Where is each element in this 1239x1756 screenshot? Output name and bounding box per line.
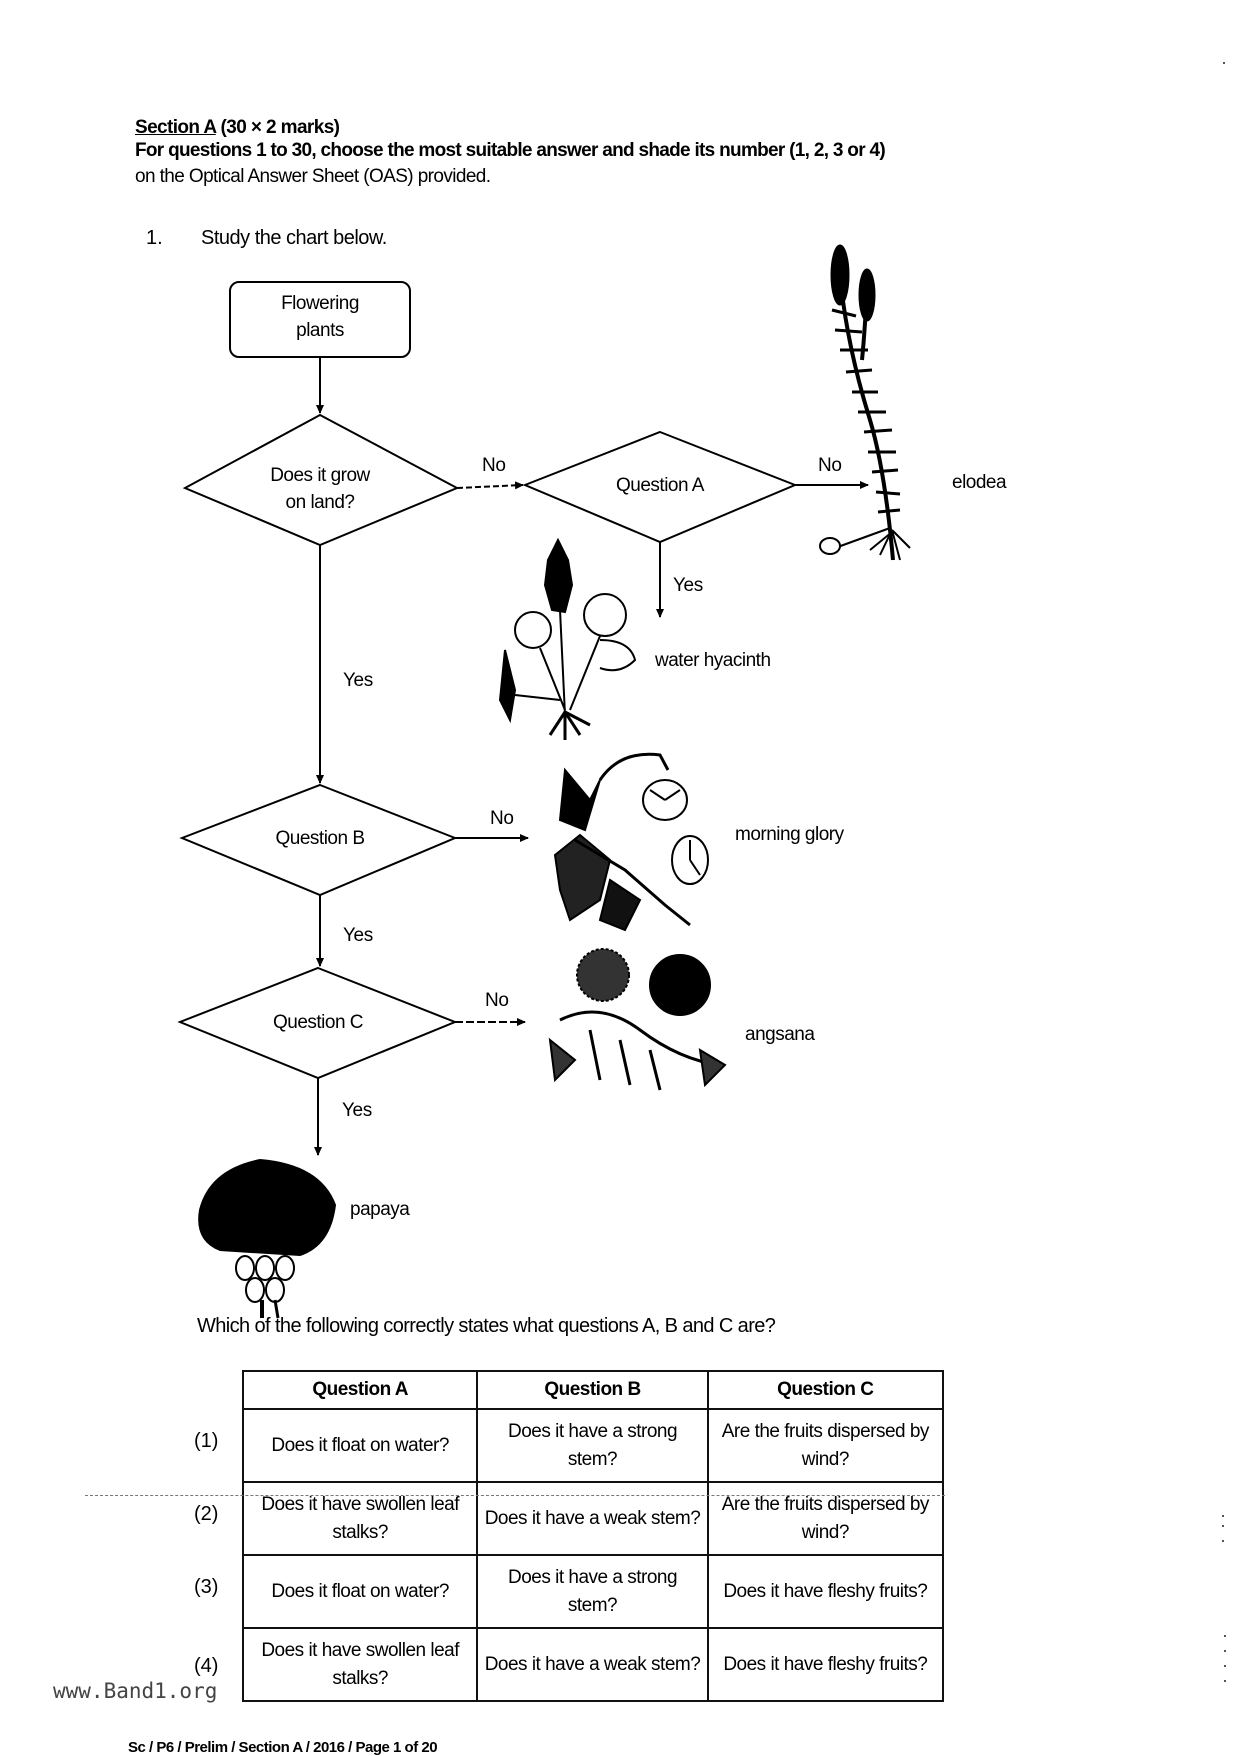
scan-dot (1222, 1525, 1224, 1527)
table-row[interactable]: Does it float on water? Does it have a s… (241, 1554, 945, 1629)
edge-label-c-yes: Yes (342, 1100, 372, 1121)
scan-dot (1224, 1650, 1226, 1652)
option-label-1[interactable]: (1) (194, 1430, 219, 1452)
table-header-row: Question A Question B Question C (241, 1370, 945, 1410)
option-label-4[interactable]: (4) (194, 1655, 219, 1677)
scan-artifact-line (85, 1495, 945, 1496)
edge-label-a-yes: Yes (673, 575, 703, 596)
table-row[interactable]: Does it float on water? Does it have a s… (241, 1408, 945, 1483)
question-ask: Which of the following correctly states … (197, 1315, 776, 1337)
plant-label-water-hyacinth: water hyacinth (655, 650, 771, 671)
plant-label-morning-glory: morning glory (735, 824, 844, 845)
plant-label-papaya: papaya (350, 1199, 410, 1220)
scan-dot (1224, 1680, 1226, 1682)
watermark: www.Band1.org (53, 1679, 218, 1703)
scan-dot (1222, 1515, 1224, 1517)
options-table: Question A Question B Question C Does it… (241, 1370, 945, 1702)
option-4-question-a: Does it have swollen leaf stalks? (241, 1627, 479, 1702)
edge-label-b-no: No (490, 808, 514, 829)
instruction-line-1: For questions 1 to 30, choose the most s… (135, 140, 886, 161)
header-question-a: Question A (241, 1370, 479, 1410)
land-label-line-2: on land? (285, 492, 355, 513)
edge-label-a-no: No (818, 455, 842, 476)
scan-dot (1222, 1540, 1224, 1542)
header-question-c: Question C (706, 1370, 945, 1410)
question-prompt: Study the chart below. (201, 227, 387, 249)
edge-label-land-yes: Yes (343, 670, 373, 691)
papaya-illustration (198, 1158, 337, 1319)
option-label-3[interactable]: (3) (194, 1576, 219, 1598)
edge-label-b-yes: Yes (343, 925, 373, 946)
question-number: 1. (146, 227, 163, 249)
diamond-a-label: Question A (616, 475, 704, 496)
start-box-label: Flowering plants (230, 290, 410, 344)
start-label-line-2: plants (296, 320, 344, 341)
diamond-c-label: Question C (272, 1012, 364, 1033)
section-marks: (30 × 2 marks) (220, 117, 340, 138)
land-label-line-1: Does it grow (270, 465, 370, 486)
table-row[interactable]: Does it have swollen leaf stalks? Does i… (241, 1627, 945, 1702)
option-4-question-b: Does it have a weak stem? (476, 1627, 709, 1702)
option-3-question-c: Does it have fleshy fruits? (706, 1554, 945, 1629)
option-3-question-a: Does it float on water? (241, 1554, 479, 1629)
section-header: Section A (30 × 2 marks) (135, 117, 340, 139)
plant-label-angsana: angsana (745, 1024, 815, 1045)
morning-glory-illustration (553, 752, 709, 932)
page-footer: Sc / P6 / Prelim / Section A / 2016 / Pa… (128, 1739, 438, 1756)
angsana-illustration (548, 948, 727, 1091)
header-question-b: Question B (476, 1370, 709, 1410)
arrow-land-no (456, 481, 524, 490)
scan-dot (1224, 1635, 1226, 1637)
start-label-line-1: Flowering (281, 293, 359, 314)
section-title: Section A (135, 117, 216, 138)
plant-label-elodea: elodea (952, 472, 1007, 493)
option-1-question-c: Are the fruits dispersed by wind? (706, 1408, 945, 1483)
option-2-question-c: Are the fruits dispersed by wind? (706, 1481, 945, 1556)
edge-label-land-no: No (482, 455, 506, 476)
diamond-b-label: Question B (275, 828, 366, 849)
elodea-illustration (819, 244, 911, 561)
instruction-line-2: on the Optical Answer Sheet (OAS) provid… (135, 166, 491, 187)
option-2-question-a: Does it have swollen leaf stalks? (241, 1481, 479, 1556)
option-3-question-b: Does it have a strong stem? (476, 1554, 709, 1629)
option-4-question-c: Does it have fleshy fruits? (706, 1627, 945, 1702)
option-1-question-a: Does it float on water? (241, 1408, 479, 1483)
scan-dot (1224, 1665, 1226, 1667)
diamond-land-label: Does it grow on land? (220, 462, 420, 516)
water-hyacinth-illustration (498, 537, 637, 740)
option-1-question-b: Does it have a strong stem? (476, 1408, 709, 1483)
table-row[interactable]: Does it have swollen leaf stalks? Does i… (241, 1481, 945, 1556)
edge-label-c-no: No (485, 990, 509, 1011)
option-label-2[interactable]: (2) (194, 1503, 219, 1525)
flowchart (177, 244, 911, 1319)
option-2-question-b: Does it have a weak stem? (476, 1481, 709, 1556)
scan-dot (1223, 62, 1225, 64)
